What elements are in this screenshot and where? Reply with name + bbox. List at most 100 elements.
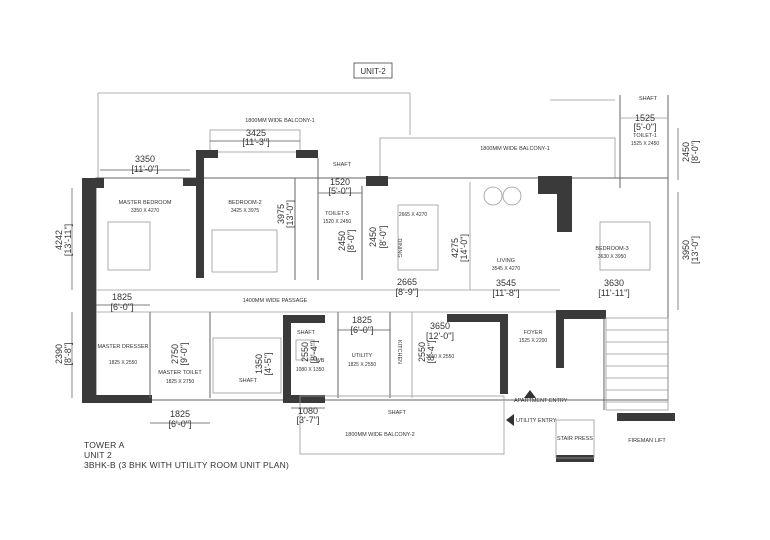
wall-kitchen-top [447,314,507,322]
dim-2390-imp: [8'-8"] [63,343,73,366]
dim-1080-imp: [3'-7"] [297,415,320,425]
shaft-box [212,337,282,394]
master-toilet-size: 1825 X 2750 [166,379,195,385]
dim-4242: 4242 [54,230,64,250]
wall-dining-top [366,176,388,186]
dim-2550-u: 2550 [300,342,310,362]
wall-shaft-left [283,315,291,403]
dim-1350: 1350 [254,354,264,374]
caption-tower: TOWER A [84,440,125,450]
foyer-size: 1525 X 2200 [519,338,548,344]
caption-unit: UNIT 2 [84,450,112,460]
dim-1520: 1520 [330,177,350,187]
dim-4275-imp: [14'-0"] [459,234,469,262]
dim-3425: 3425 [246,128,266,138]
dim-3975: 3975 [276,204,286,224]
wall-left [82,178,96,403]
dim-3350-imp: [11'-0"] [131,164,158,174]
bedroom2-name: BEDROOM-2 [228,200,261,206]
dining-size: 2665 X 4270 [399,212,428,218]
shaft-label-4: SHAFT [388,410,407,416]
balcony-2 [299,395,505,455]
plan-caption: TOWER A UNIT 2 3BHK-B (3 BHK WITH UTILIT… [84,440,289,470]
dim-2450-r: 2450 [681,142,691,162]
dim-2550: 2550 [417,342,427,362]
caption-type: 3BHK-B (3 BHK WITH UTILITY ROOM UNIT PLA… [84,460,290,470]
wall-kitchen-right [500,314,508,394]
stair-press-box [555,419,595,459]
dim-2550-imp: [8'-4"] [426,341,436,364]
wall-bedroom2-top [196,150,218,158]
passage-label: 1400MM WIDE PASSAGE [243,298,308,304]
dim-2450: 2450 [368,227,378,247]
chair [483,186,503,206]
balcony-2-label: 1800MM WIDE BALCONY-2 [345,432,415,438]
dim-3975-imp: [13'-0"] [285,200,295,228]
utility-size: 1825 X 2550 [348,362,377,368]
dim-1525-imp: [5'-0"] [634,122,657,132]
master-dresser-size: 1825 X 2550 [109,360,138,366]
wall-lift-top [617,413,675,421]
dim-3630-imp: [11'-11"] [598,288,630,298]
dim-3630: 3630 [604,278,624,288]
bedroom3-name: BEDROOM-3 [595,246,628,252]
stair-press-label: STAIR PRESS [557,436,593,442]
balcony-1-right [379,137,616,179]
dim-3950: 3950 [681,240,691,260]
bed-master [107,221,151,271]
dim-2390: 2390 [54,344,64,364]
utility-name: UTILITY [352,353,373,359]
wall-foyer-left [556,310,564,368]
unit-label: UNIT-2 [360,67,386,76]
dim-1825-a-imp: [6'-0"] [111,302,134,312]
shaft-label-2: SHAFT [297,330,316,336]
dim-2450-t-imp: [8'-0"] [346,230,356,253]
dim-1825-c-imp: [6'-0"] [351,325,374,335]
master-dresser-name: MASTER DRESSER [97,344,148,350]
toilet3-name: TOILET-3 [325,211,349,217]
toilet1-name: TOILET-1 [633,133,657,139]
apartment-entry-arrow [524,390,536,398]
dim-3545-imp: [11'-8"] [492,288,519,298]
dining-table [397,204,439,271]
shaft-label-3: SHAFT [239,378,258,384]
dim-2450-imp: [8'-0"] [378,226,388,249]
wall-top-left [82,178,104,188]
living-size: 3545 X 4270 [492,266,521,272]
dim-2665-imp: [8'-9"] [396,287,419,297]
dim-3650: 3650 [430,321,450,331]
bedroom3-size: 3630 X 3950 [598,254,627,260]
dim-3350: 3350 [135,154,155,164]
bed-bedroom2 [211,229,278,273]
dim-1520-imp: [5'-0"] [329,186,352,196]
utility-entry-arrow [506,414,514,426]
toilet3-size: 1520 X 2450 [323,219,352,225]
wall-living-column [557,176,572,232]
wb-name: WB [316,358,325,364]
unit-label-box [353,62,393,79]
bed-bedroom3 [599,221,651,271]
wall-bottom-left [82,395,152,403]
bedroom2-size: 3425 X 3975 [231,208,260,214]
master-bedroom-name: MASTER BEDROOM [119,200,172,206]
dim-2450-r-imp: [8'-0"] [690,141,700,164]
dim-3950-imp: [13'-0"] [690,236,700,264]
toilet1-size: 1525 X 2450 [631,141,660,147]
utility-entry-label: UTILITY ENTRY [516,418,557,424]
chair [502,186,522,206]
apartment-entry-label: APARTMENT ENTRY [514,398,568,404]
dim-3545: 3545 [496,278,516,288]
dim-1080: 1080 [298,406,318,416]
wall-foyer-top [556,310,606,319]
staircase [605,317,669,411]
master-bedroom-size: 3350 X 4270 [131,208,160,214]
kitchen-size: 3650 X 2550 [426,354,455,360]
dining-name: DINING [396,238,402,257]
dim-4242-imp: [13'-11"] [63,224,73,256]
balcony-1-right-label: 1800MM WIDE BALCONY-1 [480,146,550,152]
kitchen-name: KITCHEN [396,340,402,364]
wall-shaft-bottom [283,395,325,403]
wall-stair-bottom [556,455,594,462]
shaft-label-1: SHAFT [333,162,352,168]
